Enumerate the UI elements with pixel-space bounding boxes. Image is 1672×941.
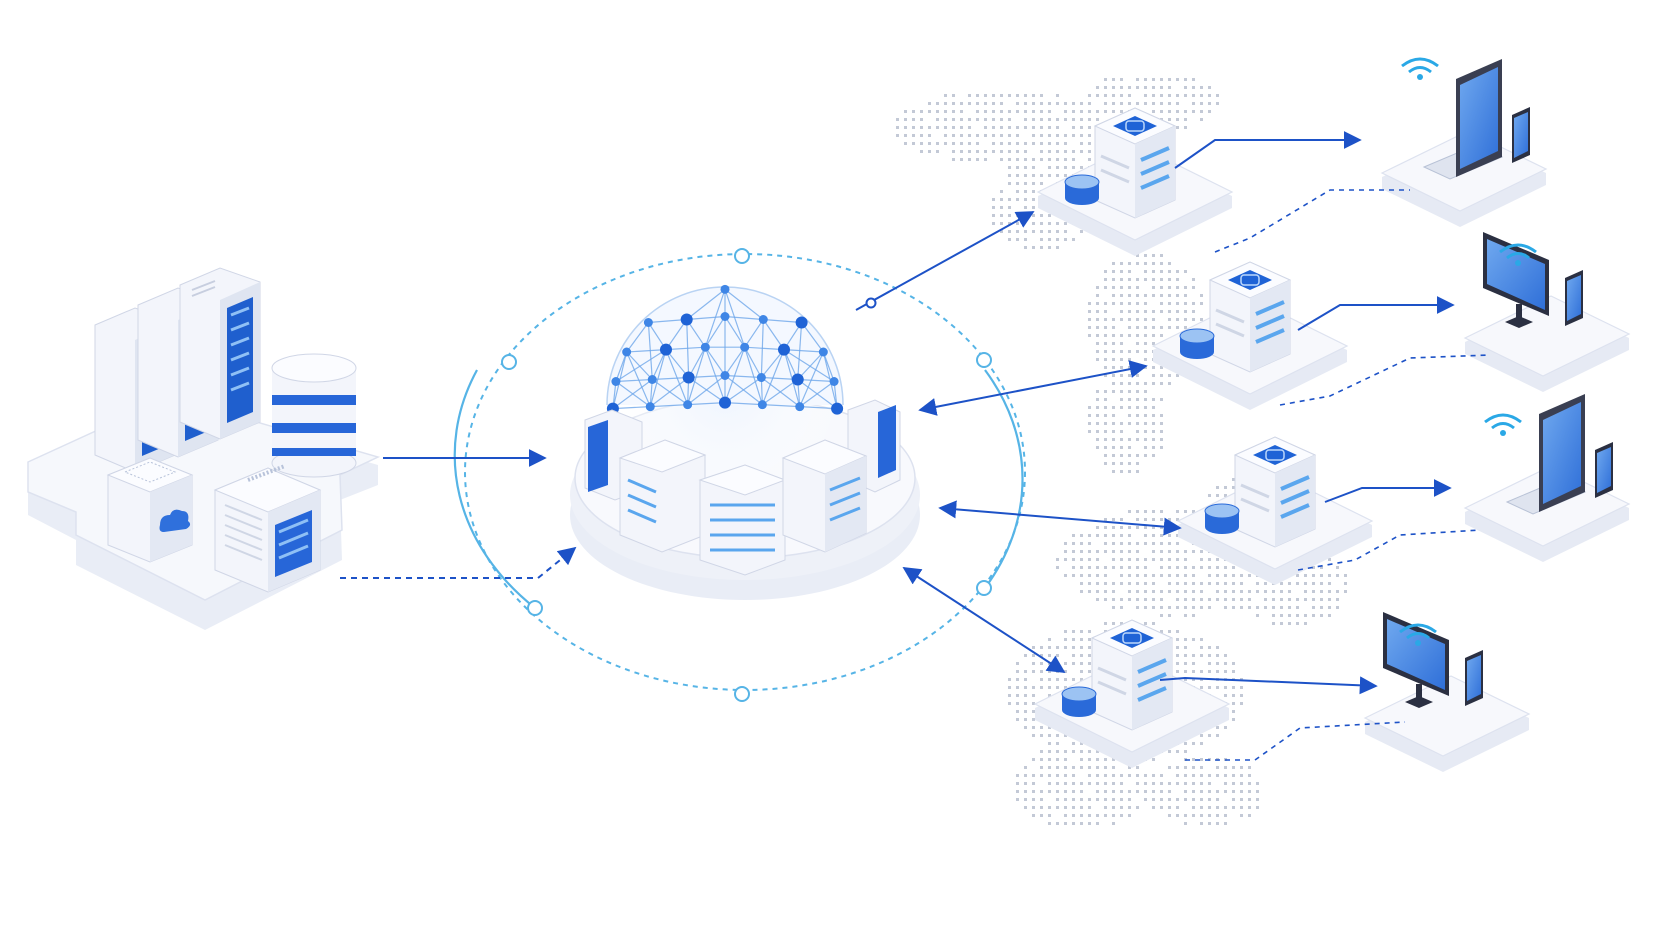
edge-server-3 bbox=[1176, 436, 1374, 585]
laptop-icon bbox=[1422, 59, 1504, 180]
mesh-node bbox=[659, 343, 672, 356]
mesh-node bbox=[795, 316, 808, 329]
mesh-node bbox=[757, 400, 767, 410]
wifi-icon bbox=[1399, 623, 1437, 646]
connector-hub-edge-3 bbox=[938, 500, 1182, 536]
mesh-node bbox=[756, 373, 766, 382]
server-rack-icon bbox=[618, 439, 707, 553]
monitor-icon bbox=[1483, 232, 1549, 328]
mesh-node bbox=[680, 313, 693, 326]
database-icon bbox=[1204, 503, 1240, 534]
mesh-node bbox=[682, 371, 695, 384]
connector-edge-client-2 bbox=[1297, 296, 1455, 331]
mesh-node bbox=[795, 402, 805, 412]
database-icon bbox=[1179, 328, 1215, 359]
edge-server-4 bbox=[1033, 619, 1231, 768]
mesh-node bbox=[643, 318, 653, 327]
wifi-icon bbox=[1499, 243, 1537, 266]
connector-hub-edge-1 bbox=[855, 211, 1035, 311]
ring-node bbox=[734, 686, 750, 702]
server-icon bbox=[1090, 619, 1174, 731]
database-icon bbox=[1061, 686, 1097, 717]
database-icon bbox=[1064, 174, 1100, 205]
connector-source-hub-dashed bbox=[340, 546, 577, 579]
mesh-node bbox=[831, 402, 844, 415]
ring-node bbox=[501, 354, 517, 370]
database-cylinder-icon bbox=[271, 353, 357, 478]
mesh-node bbox=[720, 371, 730, 380]
phone-icon bbox=[1465, 650, 1483, 706]
mesh-node bbox=[720, 284, 730, 294]
ring-node bbox=[976, 580, 992, 596]
tablet-icon bbox=[1595, 442, 1613, 498]
server-icon bbox=[1093, 107, 1177, 219]
wifi-icon bbox=[1484, 413, 1522, 436]
ring-node bbox=[976, 352, 992, 368]
server-icon bbox=[1208, 261, 1292, 373]
ring-node bbox=[527, 600, 543, 616]
central-hub bbox=[570, 270, 920, 600]
mesh-node bbox=[791, 373, 804, 386]
connector-edge-client-3 bbox=[1324, 479, 1452, 503]
server-rack-icon bbox=[179, 267, 261, 440]
mesh-node bbox=[645, 402, 655, 412]
connections bbox=[340, 131, 1491, 761]
mesh-node bbox=[719, 396, 731, 409]
laptop-icon bbox=[1505, 394, 1587, 515]
mesh-node bbox=[622, 347, 632, 357]
cloud-icon bbox=[106, 457, 194, 563]
wifi-icon bbox=[1401, 57, 1439, 80]
mesh-node bbox=[829, 377, 839, 386]
mesh-node bbox=[611, 377, 621, 386]
mesh-node bbox=[683, 400, 693, 410]
mesh-node bbox=[818, 347, 828, 357]
mesh-node bbox=[740, 342, 750, 352]
storage-box-icon bbox=[213, 464, 322, 593]
connector-hub-edge-2 bbox=[918, 360, 1148, 416]
edge-server-1 bbox=[1036, 107, 1234, 256]
monitor-icon bbox=[1383, 612, 1449, 708]
server-icon bbox=[1233, 436, 1317, 548]
server-rack-icon bbox=[698, 464, 787, 576]
phone-icon bbox=[1565, 270, 1583, 326]
mesh-node bbox=[700, 342, 710, 352]
ring-node bbox=[734, 248, 750, 264]
connector-edge-client-4 bbox=[1159, 676, 1378, 695]
connector-edge-client-1 bbox=[1174, 131, 1362, 169]
client-3 bbox=[1463, 394, 1631, 562]
client-2 bbox=[1463, 232, 1631, 392]
phone-icon bbox=[1512, 107, 1530, 163]
client-4 bbox=[1363, 612, 1531, 772]
client-1 bbox=[1380, 57, 1548, 227]
source-datacenter bbox=[27, 267, 381, 630]
mesh-node bbox=[720, 312, 730, 321]
server-rack-icon bbox=[781, 439, 868, 553]
connector-hub-edge-4 bbox=[902, 567, 1066, 673]
mesh-node bbox=[778, 343, 791, 356]
mesh-node bbox=[758, 315, 768, 324]
globe-mesh-icon bbox=[606, 284, 844, 415]
mesh-node bbox=[647, 375, 657, 384]
edge-server-2 bbox=[1151, 261, 1349, 410]
